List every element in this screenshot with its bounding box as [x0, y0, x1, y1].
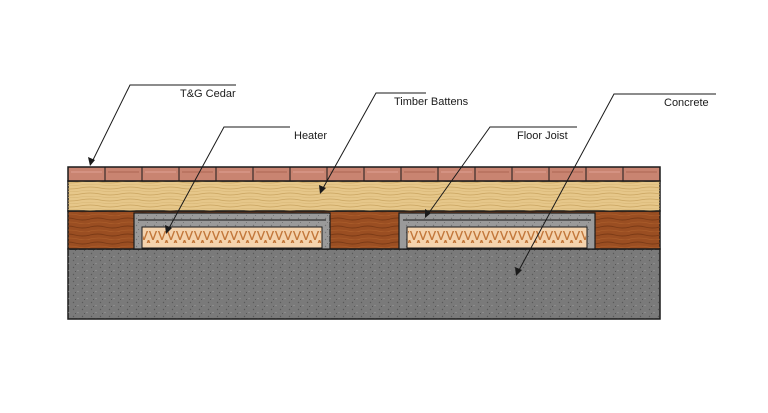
label-cedar: T&G Cedar [180, 88, 236, 100]
leader-joist [427, 126, 577, 215]
cedar-board-grain [182, 171, 213, 173]
concrete-slab [67, 248, 661, 320]
cedar-board-grain [441, 171, 472, 173]
cedar-board-grain [552, 171, 583, 173]
leader-cedar [91, 84, 236, 163]
cedar-board-grain [145, 171, 176, 173]
leader-heater [167, 126, 290, 231]
cedar-board-grain [478, 171, 509, 173]
leader-arrowheads [88, 157, 522, 276]
leader-concrete [517, 93, 716, 273]
heater-channel-right [398, 212, 596, 250]
cedar-board-grain [515, 171, 546, 173]
cedar-board-grain [256, 171, 287, 173]
arrow-heater [165, 225, 172, 234]
cedar-board-grain [589, 171, 620, 173]
label-joist: Floor Joist [517, 130, 568, 142]
cedar-board-grain [626, 171, 657, 173]
cedar-board-grain [219, 171, 250, 173]
arrow-joist [425, 209, 431, 218]
label-heater: Heater [294, 130, 327, 142]
cedar-board-grain [404, 171, 435, 173]
cedar-boards [67, 166, 661, 182]
heater-channel-left [133, 212, 331, 250]
arrow-cedar [88, 157, 95, 166]
cedar-board-grain [330, 171, 361, 173]
timber-battens-layer [67, 180, 661, 212]
leader-lines [91, 84, 716, 273]
leader-battens [321, 92, 426, 191]
cedar-board-grain [367, 171, 398, 173]
label-battens: Timber Battens [394, 96, 469, 108]
cedar-board-grain [71, 171, 102, 173]
label-concrete: Concrete [664, 97, 709, 109]
cedar-board-grain [293, 171, 324, 173]
cedar-board-grain [108, 171, 139, 173]
arrow-battens [319, 185, 326, 194]
arrow-concrete [515, 267, 522, 276]
